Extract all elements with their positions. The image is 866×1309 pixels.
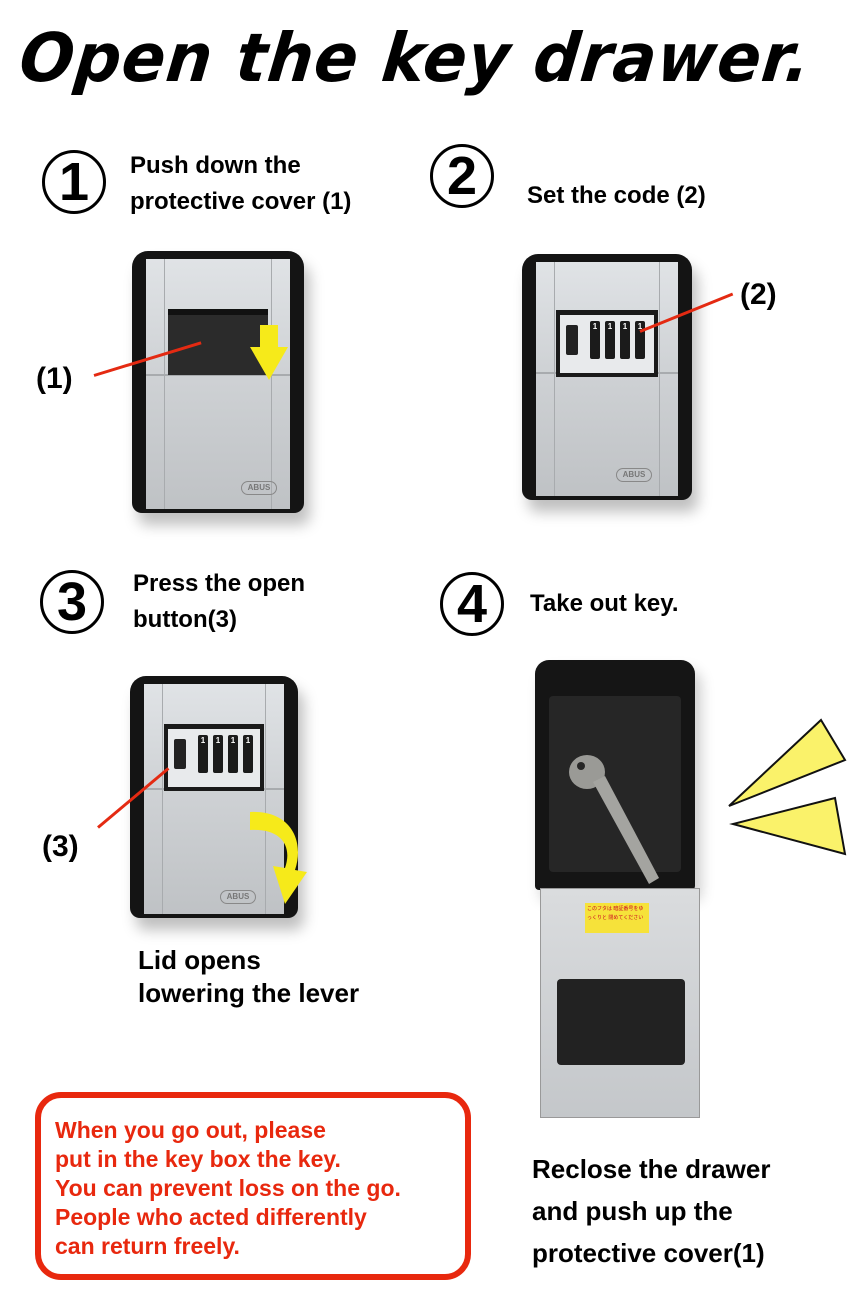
step-4-text: Take out key. <box>530 590 679 617</box>
step-1-number-icon: 1 <box>42 150 106 214</box>
step-4-number-icon: 4 <box>440 572 504 636</box>
lockbox-step-1-image: ABUS <box>132 251 304 513</box>
dial-1: 1 <box>198 735 208 773</box>
dial-4: 1 <box>635 321 645 359</box>
abus-logo: ABUS <box>241 481 277 495</box>
dial-2: 1 <box>605 321 615 359</box>
open-button <box>566 325 578 355</box>
step-3-number-icon: 3 <box>40 570 104 634</box>
combination-window: 1 1 1 1 <box>164 724 264 791</box>
step-4-caption: Reclose the drawer and push up the prote… <box>532 1154 771 1268</box>
abus-logo: ABUS <box>616 468 652 482</box>
dial-1: 1 <box>590 321 600 359</box>
abus-logo: ABUS <box>220 890 256 904</box>
lockbox-step-2-image: 1 1 1 1 ABUS <box>522 254 692 500</box>
step-1-text: Push down the protective cover (1) <box>130 152 352 215</box>
notice-box: When you go out, please put in the key b… <box>35 1092 471 1280</box>
lockbox-step-3-image: 1 1 1 1 ABUS <box>130 676 298 918</box>
down-arrow-icon <box>250 325 288 380</box>
key-drawer: このフタは 暗証番号をゆっくりと 閉めてください <box>540 888 700 1118</box>
step-3-caption: Lid opens lowering the lever <box>138 945 360 1008</box>
step-2-number-icon: 2 <box>430 144 494 208</box>
dial-2: 1 <box>213 735 223 773</box>
dial-4: 1 <box>243 735 253 773</box>
open-lockbox-image <box>535 660 695 890</box>
drawer-sticker: このフタは 暗証番号をゆっくりと 閉めてください <box>585 903 649 933</box>
dial-3: 1 <box>228 735 238 773</box>
step-3-text: Press the open button(3) <box>133 570 306 633</box>
callout-2: (2) <box>740 278 777 311</box>
callout-3: (3) <box>42 830 79 863</box>
combination-window: 1 1 1 1 <box>556 310 658 377</box>
dial-3: 1 <box>620 321 630 359</box>
attention-burst-icon <box>728 718 847 856</box>
protective-cover <box>168 309 268 375</box>
page-title: Open the key drawer. <box>15 20 815 98</box>
open-button <box>174 739 186 769</box>
step-2-text: Set the code (2) <box>527 182 706 209</box>
curved-arrow-icon <box>250 811 307 904</box>
key-icon <box>569 755 659 884</box>
callout-1: (1) <box>36 362 73 395</box>
